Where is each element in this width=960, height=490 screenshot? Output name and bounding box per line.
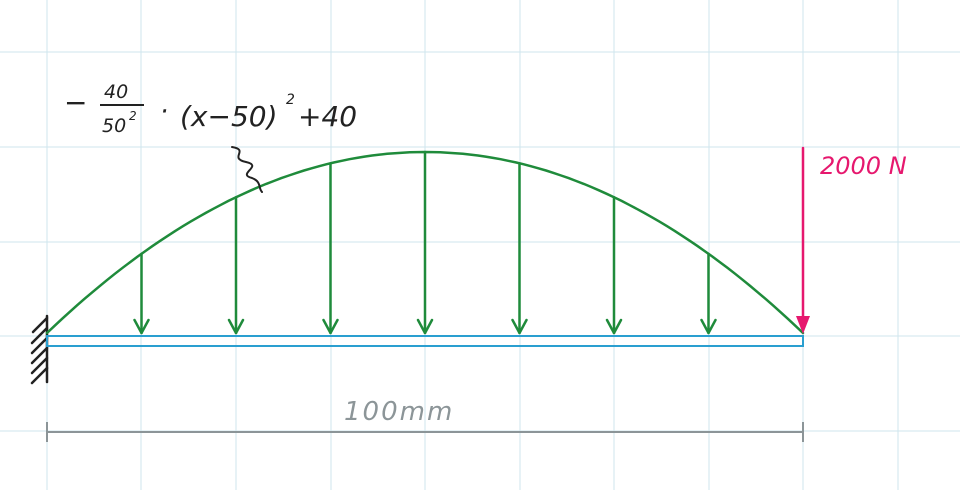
length-label: 100mm [344, 397, 454, 427]
load-arrowhead-1 [133, 318, 150, 335]
formula-denominator-exponent: 2 [129, 109, 137, 123]
formula-denominator: 50 [102, 115, 126, 137]
formula-sign: − [64, 86, 87, 119]
load-arrowhead-3 [322, 318, 339, 335]
point-load: 2000 N [796, 146, 907, 334]
beam [46, 335, 804, 347]
formula-tail: +40 [298, 100, 357, 133]
load-arrowhead-7 [700, 318, 717, 335]
load-arrowhead-2 [227, 318, 245, 335]
load-formula: − 40 50 2 · (x−50) 2 +40 [64, 81, 357, 137]
load-arrowhead-4 [416, 318, 434, 335]
formula-numerator: 40 [104, 81, 128, 103]
formula-body: (x−50) [180, 100, 278, 133]
load-arrowhead-6 [605, 318, 623, 335]
point-load-arrowhead [796, 316, 810, 334]
distributed-load [45, 150, 805, 335]
fixed-support [30, 314, 49, 385]
length-dimension [46, 422, 804, 442]
formula-leader [231, 146, 263, 193]
formula-exponent: 2 [286, 92, 295, 108]
load-arrowhead-5 [511, 318, 528, 335]
formula-dot: · [160, 97, 168, 127]
point-load-label: 2000 N [820, 152, 907, 180]
